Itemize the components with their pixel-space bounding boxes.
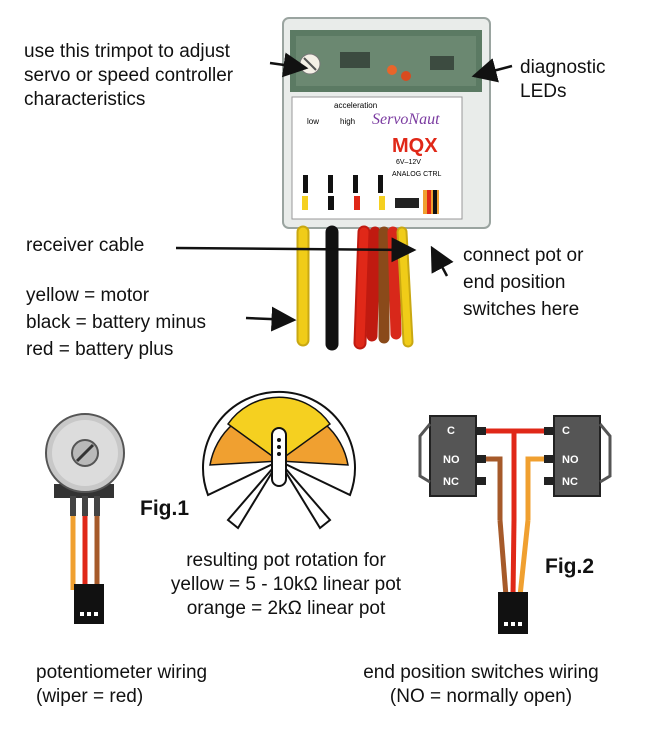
trimpot-note-line: servo or speed controller bbox=[24, 65, 234, 86]
receiver-note: receiver cable bbox=[26, 235, 145, 256]
colors-note-line: yellow = motor bbox=[26, 285, 150, 306]
fig1-label: Fig.1 bbox=[140, 497, 190, 520]
colors-arrow bbox=[245, 306, 297, 332]
rotation-note-line: resulting pot rotation for bbox=[186, 550, 386, 571]
spec-2: ANALOG CTRL bbox=[392, 171, 442, 178]
trimpot-note-line: characteristics bbox=[24, 89, 146, 110]
brand-logo: ServoNaut bbox=[372, 111, 440, 128]
connect-note: connect pot or end position switches her… bbox=[463, 242, 583, 323]
spec-1: 6V–12V bbox=[396, 159, 421, 166]
fig1-caption-line: (wiper = red) bbox=[36, 686, 144, 707]
fig2-label: Fig.2 bbox=[545, 555, 595, 578]
end-switches bbox=[418, 415, 612, 634]
fig2-caption-line: (NO = normally open) bbox=[389, 686, 573, 707]
left-switch bbox=[429, 415, 477, 497]
diag-note: diagnostic LEDs bbox=[520, 56, 606, 104]
left-switch-c: C bbox=[447, 425, 455, 437]
fig2-caption: end position switches wiring (NO = norma… bbox=[346, 661, 616, 709]
connect-arrow bbox=[430, 245, 454, 277]
servonaut-module: acceleration low high ServoNaut MQX 6V–1… bbox=[282, 17, 491, 229]
left-switch-nc: NC bbox=[443, 476, 459, 488]
right-switch-nc: NC bbox=[562, 476, 578, 488]
fig1-caption: potentiometer wiring (wiper = red) bbox=[36, 661, 207, 709]
left-switch-no: NO bbox=[443, 454, 460, 466]
trimpot-note: use this trimpot to adjust servo or spee… bbox=[24, 40, 233, 112]
right-switch-c: C bbox=[562, 425, 570, 437]
fig1-caption-line: potentiometer wiring bbox=[36, 662, 208, 683]
low-label: low bbox=[307, 117, 319, 126]
diag-note-line: diagnostic bbox=[520, 57, 606, 78]
rotation-note-line: yellow = 5 - 10kΩ linear pot bbox=[170, 574, 402, 595]
fig2-caption-line: end position switches wiring bbox=[363, 662, 599, 683]
right-switch-no: NO bbox=[562, 454, 579, 466]
accel-label: acceleration bbox=[334, 101, 377, 110]
potentiometer bbox=[45, 413, 125, 624]
model-label: MQX bbox=[392, 135, 438, 157]
colors-note: yellow = motor black = battery minus red… bbox=[26, 282, 206, 363]
trimpot-note-line: use this trimpot to adjust bbox=[24, 41, 230, 62]
diagnostic-led-1 bbox=[387, 65, 397, 75]
trimpot-arrow bbox=[269, 52, 309, 78]
connect-note-line: end position bbox=[463, 272, 566, 293]
colors-note-line: black = battery minus bbox=[26, 312, 207, 333]
diag-led-arrow bbox=[471, 58, 513, 83]
high-label: high bbox=[340, 117, 355, 126]
colors-note-line: red = battery plus bbox=[26, 339, 174, 360]
diag-note-line: LEDs bbox=[520, 81, 567, 102]
connect-note-line: switches here bbox=[463, 299, 580, 320]
right-switch bbox=[553, 415, 601, 497]
rotation-note: resulting pot rotation for yellow = 5 - … bbox=[150, 549, 422, 621]
diagnostic-led-2 bbox=[401, 71, 411, 81]
rotation-dial bbox=[202, 390, 356, 530]
connect-note-line: connect pot or bbox=[463, 245, 584, 266]
rotation-note-line: orange = 2kΩ linear pot bbox=[186, 598, 386, 619]
receiver-arrow bbox=[175, 237, 417, 263]
